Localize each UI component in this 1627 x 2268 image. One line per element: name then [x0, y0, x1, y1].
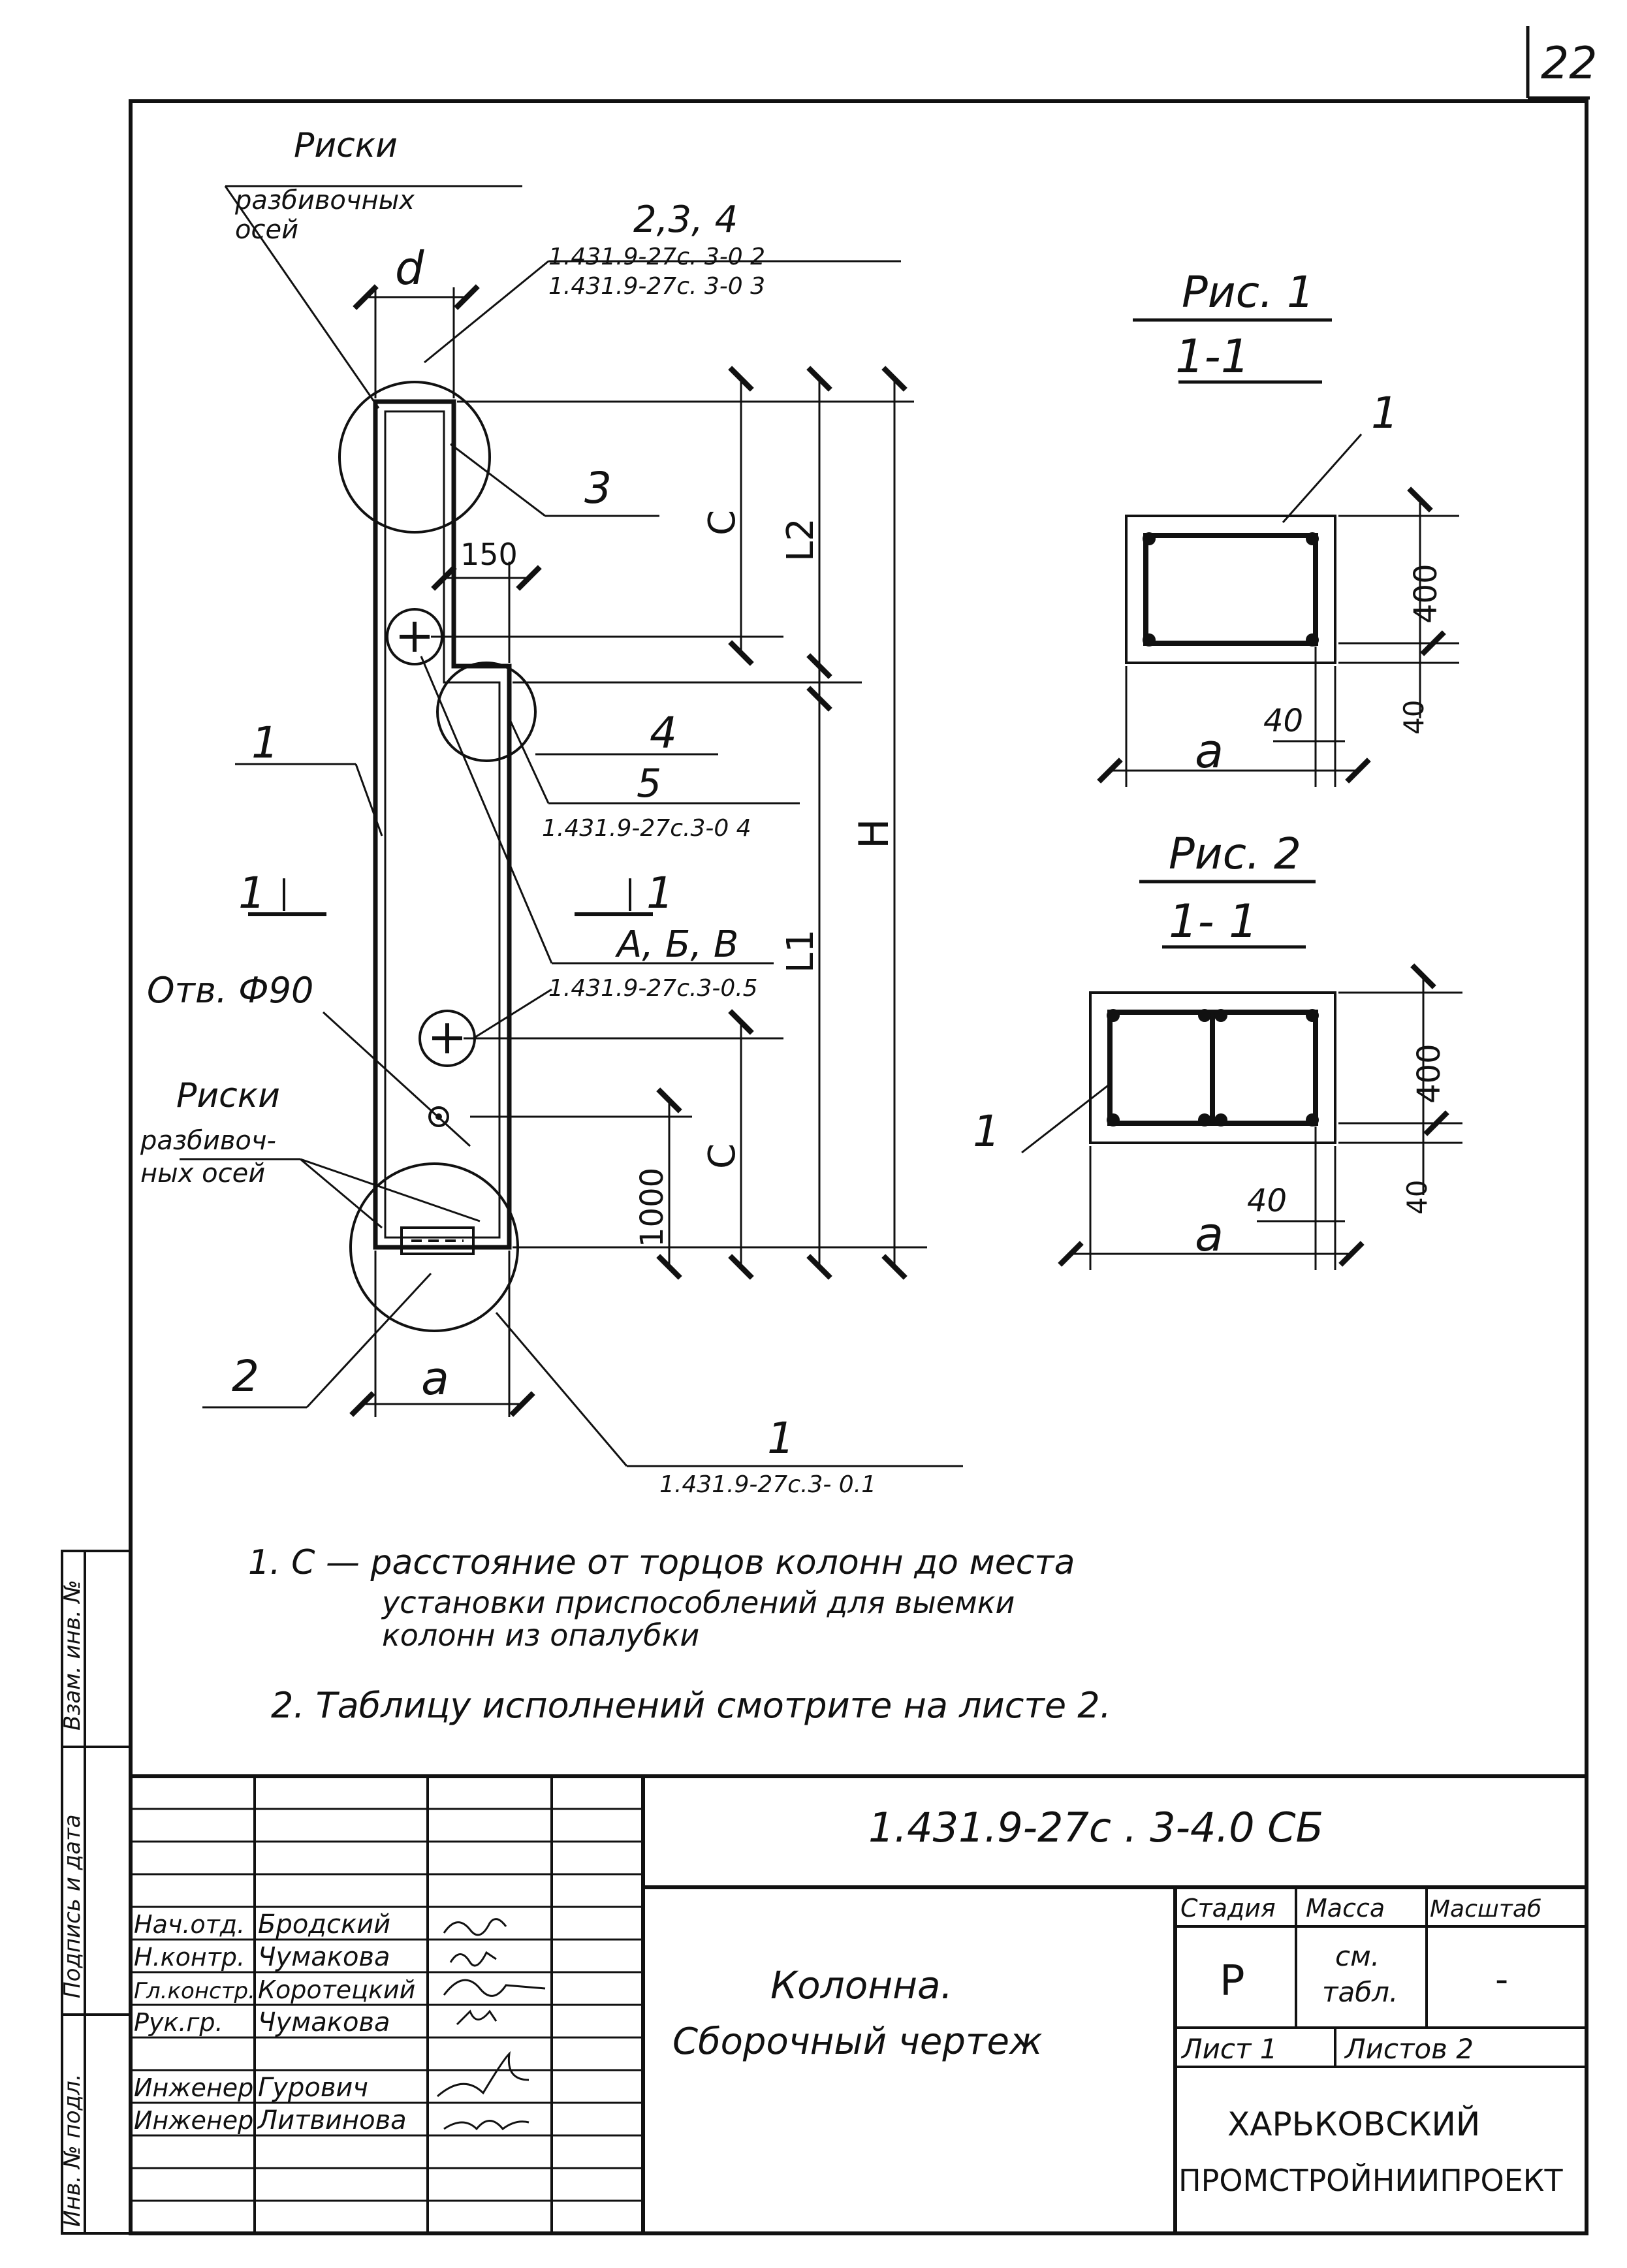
fig1-dim-400: 400: [1408, 564, 1444, 624]
hole-label: Отв. Ф90: [147, 970, 313, 1011]
fig2-dim-40-v: 40: [1401, 1180, 1433, 1215]
sig-name-2: Коротецкий: [258, 1975, 415, 2004]
embedded-plate: [400, 1226, 475, 1255]
side-stamp-sign-date: Подпись и дата: [59, 1814, 86, 1998]
sig-role-3: Рук.гр.: [134, 2008, 223, 2037]
mass-header: Масса: [1306, 1894, 1385, 1923]
mass-value-1: см.: [1335, 1940, 1380, 1972]
sig-name-3: Чумакова: [258, 2007, 390, 2037]
document-code: 1.431.9-27с . 3-4.0 СБ: [868, 1804, 1323, 1851]
sheet-frame: [129, 26, 1590, 2235]
note-1-line-2: установки приспособлений для выемки: [381, 1585, 1015, 1620]
fig1-dim-40-v: 40: [1398, 700, 1430, 735]
risks-label-top-2: разбивочных: [234, 185, 415, 216]
sig-name-5: Гурович: [258, 2073, 368, 2103]
fig1-title: Рис. 1: [1182, 267, 1314, 317]
handwritten-signatures: [437, 1918, 546, 2131]
pos-2-label: 2: [232, 1351, 259, 1401]
scale-header: Масштаб: [1430, 1896, 1541, 1923]
note-1-line-3: колонн из опалубки: [382, 1618, 699, 1653]
risks-label-bot-2: разбивоч-: [140, 1126, 276, 1156]
sheet-number: Лист 1: [1180, 2033, 1278, 2065]
sig-name-6: Литвинова: [257, 2105, 407, 2135]
dim-c-bottom-label: С: [701, 1143, 744, 1169]
scale-value: -: [1495, 1958, 1508, 2001]
elevation-labels: Риски разбивочных осей d 2,3, 4 1.431.9-…: [140, 126, 898, 1498]
pos-1-left-label: 1: [251, 718, 279, 768]
fig2-title: Рис. 2: [1169, 829, 1301, 879]
title-line-2: Сборочный чертеж: [672, 2020, 1042, 2063]
pos-234-label: 2,3, 4: [633, 199, 738, 241]
sig-role-1: Н.контр.: [134, 1943, 245, 1972]
fig1-section: 1-1: [1175, 330, 1250, 383]
dim-d-label: d: [395, 242, 424, 295]
pos-3-label: 3: [584, 463, 612, 513]
fig1-dim-a: a: [1195, 724, 1224, 778]
signature-rows: Нач.отд. Бродский Н.контр. Чумакова Гл.к…: [134, 1909, 415, 2135]
section-mark-right: 1: [646, 868, 674, 918]
sig-role-2: Гл.констр.: [134, 1978, 255, 2004]
organization-line-1: ХАРЬКОВСКИЙ: [1227, 2105, 1480, 2143]
leader-lines: [180, 185, 963, 1467]
figure-1: Рис. 1 1-1 1 400 40 40 a: [1097, 267, 1459, 787]
dimension-lines: [349, 284, 927, 1417]
pos-5-label: 5: [637, 761, 661, 807]
risks-label-bot-3: ных осей: [140, 1158, 265, 1189]
sig-role-0: Нач.отд.: [134, 1910, 245, 1939]
ref-03-label: 1.431.9-27с. 3-0 3: [548, 273, 765, 300]
ref-05-label: 1.431.9-27с.3-0.5: [548, 975, 758, 1002]
note-2: 2. Таблицу исполнений смотрите на листе …: [271, 1685, 1111, 1726]
figure-2: Рис. 2 1- 1 1 400 40 40 a: [973, 829, 1462, 1270]
risks-label-top-3: осей: [235, 215, 298, 245]
sig-name-1: Чумакова: [258, 1942, 390, 1972]
ref-01-label: 1.431.9-27с.3- 0.1: [659, 1471, 876, 1498]
ref-02-label: 1.431.9-27с. 3-0 2: [548, 244, 765, 270]
sig-name-0: Бродский: [258, 1909, 390, 1940]
stage-value: Р: [1220, 1957, 1245, 2005]
hole-mark: [322, 1011, 471, 1147]
risks-label-bot-1: Риски: [176, 1076, 280, 1115]
organization-line-2: ПРОМСТРОЙНИИПРОЕКТ: [1178, 2163, 1563, 2198]
sig-role-6: Инженер: [134, 2106, 253, 2135]
dim-h-label: Н: [850, 818, 898, 849]
stage-header: Стадия: [1180, 1894, 1276, 1923]
column-elevation: [373, 399, 512, 1250]
page-number: 22: [1541, 38, 1598, 89]
fig2-section: 1- 1: [1169, 895, 1258, 948]
title-line-1: Колонна.: [770, 1963, 953, 2007]
side-stamp-replace-inv: Взам. инв. №: [59, 1580, 86, 1731]
risks-label-top-1: Риски: [294, 126, 398, 165]
dim-c-top-label: С: [701, 510, 744, 535]
pos-1-bottom-label: 1: [767, 1413, 795, 1463]
fig1-pos-1: 1: [1371, 388, 1398, 438]
side-stamp: [61, 1550, 132, 2235]
dim-150-label: 150: [460, 537, 518, 572]
sig-role-5: Инженер: [134, 2073, 253, 2102]
pos-abv-label: А, Б, В: [615, 923, 738, 966]
dim-l2-label: L2: [780, 518, 822, 562]
fig2-dim-400: 400: [1411, 1044, 1447, 1104]
sheets-total: Листов 2: [1344, 2033, 1474, 2065]
side-stamp-inv-no: Инв. № подл.: [59, 2073, 86, 2227]
dim-a-label: a: [421, 1352, 449, 1405]
pos-4-label: 4: [650, 708, 677, 758]
fig1-dim-40-h: 40: [1263, 703, 1303, 739]
dim-1000-label: 1000: [634, 1168, 671, 1247]
notes: 1. С — расстояние от торцов колонн до ме…: [248, 1543, 1111, 1726]
dim-l1-label: L1: [780, 929, 822, 973]
plus-marks: [400, 622, 462, 1053]
ref-04-label: 1.431.9-27с.3-0 4: [542, 815, 751, 842]
title-block-grid: [131, 1774, 1587, 2233]
section-mark-left: 1: [238, 868, 266, 918]
mass-value-2: табл.: [1322, 1976, 1398, 2008]
fig2-pos-1: 1: [973, 1106, 1000, 1157]
fig2-dim-40-h: 40: [1247, 1183, 1287, 1219]
fig2-dim-a: a: [1195, 1207, 1224, 1262]
note-1-line-1: 1. С — расстояние от торцов колонн до ме…: [248, 1543, 1075, 1582]
